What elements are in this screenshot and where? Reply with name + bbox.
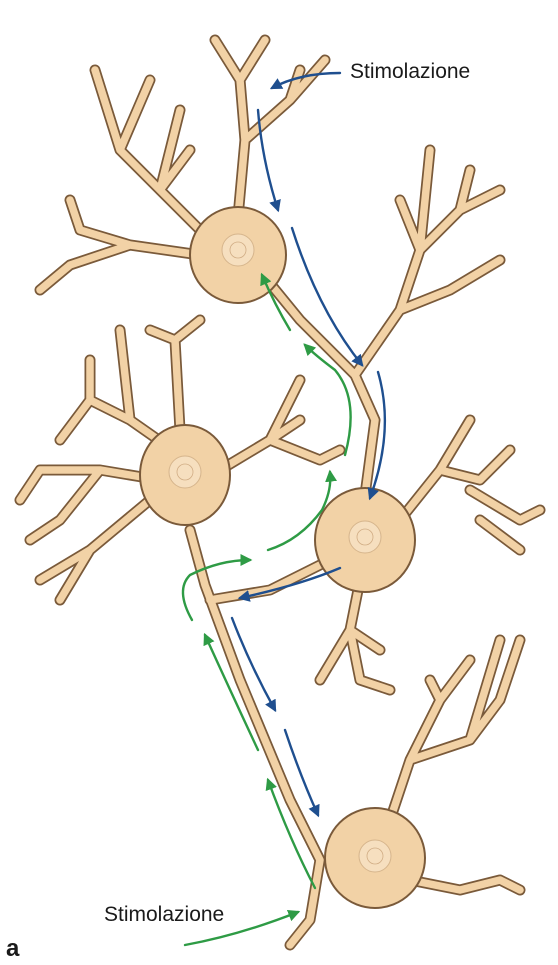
green-arrows	[183, 275, 351, 945]
nucleus-left-middle	[169, 456, 201, 488]
neuron-right-middle	[315, 488, 415, 592]
neuron-top	[190, 207, 286, 303]
neuron-bottom	[325, 808, 425, 908]
stimulation-label-top: Stimolazione	[350, 60, 470, 84]
nucleus-right-middle	[349, 521, 381, 553]
panel-letter: a	[6, 935, 19, 963]
stimulation-label-bottom: Stimolazione	[104, 903, 224, 927]
nucleus-top	[222, 234, 254, 266]
nucleus-bottom	[359, 840, 391, 872]
neuron-left-middle	[140, 425, 230, 525]
